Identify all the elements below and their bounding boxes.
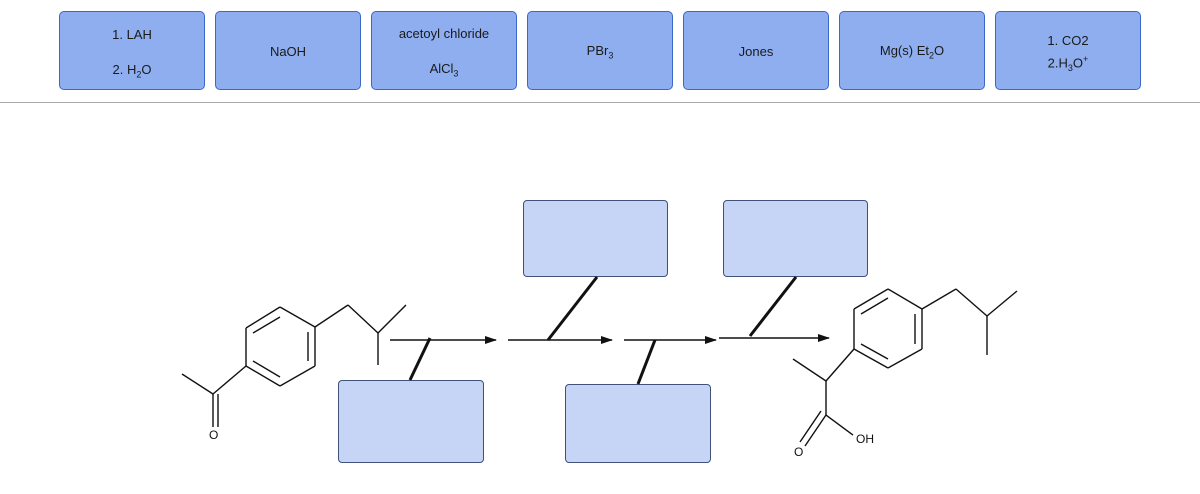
- product-hydroxyl-label: OH: [856, 432, 874, 446]
- reagent-naoh-label: NaOH: [269, 44, 307, 59]
- drop-zone-step1[interactable]: [338, 380, 484, 463]
- drop-zone-step2[interactable]: [523, 200, 668, 277]
- starting-material-structure: [181, 304, 407, 427]
- reagent-co2-step1: 1. CO2: [1047, 33, 1089, 48]
- reagent-tile-jones[interactable]: Jones: [683, 11, 829, 90]
- starting-material-carbonyl-o: O: [209, 428, 219, 442]
- reagent-tile-acetyl-chloride[interactable]: acetoyl chloride AlCl3: [371, 11, 517, 90]
- reagent-pbr3-label: PBr3: [586, 43, 614, 61]
- reagent-lah-step1: 1. LAH: [112, 27, 152, 42]
- reagent-acetyl-label: acetoyl chloride: [398, 26, 490, 41]
- reagent-tile-grignard[interactable]: Mg(s) Et2O: [839, 11, 985, 90]
- bank-divider: [0, 102, 1200, 103]
- reagent-co2-step2: 2.H3O+: [1047, 54, 1089, 73]
- reagent-jones-label: Jones: [738, 44, 774, 59]
- reaction-arrows: [390, 334, 830, 344]
- product-structure: [792, 288, 1018, 447]
- reagent-tile-pbr3[interactable]: PBr3: [527, 11, 673, 90]
- reagent-tile-naoh[interactable]: NaOH: [215, 11, 361, 90]
- reagent-tile-lah[interactable]: 1. LAH 2. H2O: [59, 11, 205, 90]
- reagent-bank: 1. LAH 2. H2O NaOH acetoyl chloride AlCl…: [0, 0, 1200, 104]
- reagent-lah-step2: 2. H2O: [112, 62, 152, 80]
- reagent-tile-co2[interactable]: 1. CO2 2.H3O+: [995, 11, 1141, 90]
- reagent-alcl3-label: AlCl3: [429, 61, 459, 79]
- product-carbonyl-o: O: [794, 445, 804, 459]
- drop-zone-connectors: [408, 276, 798, 385]
- drop-zone-step3[interactable]: [565, 384, 711, 463]
- reagent-grignard-label: Mg(s) Et2O: [879, 43, 945, 61]
- drop-zone-step4[interactable]: [723, 200, 868, 277]
